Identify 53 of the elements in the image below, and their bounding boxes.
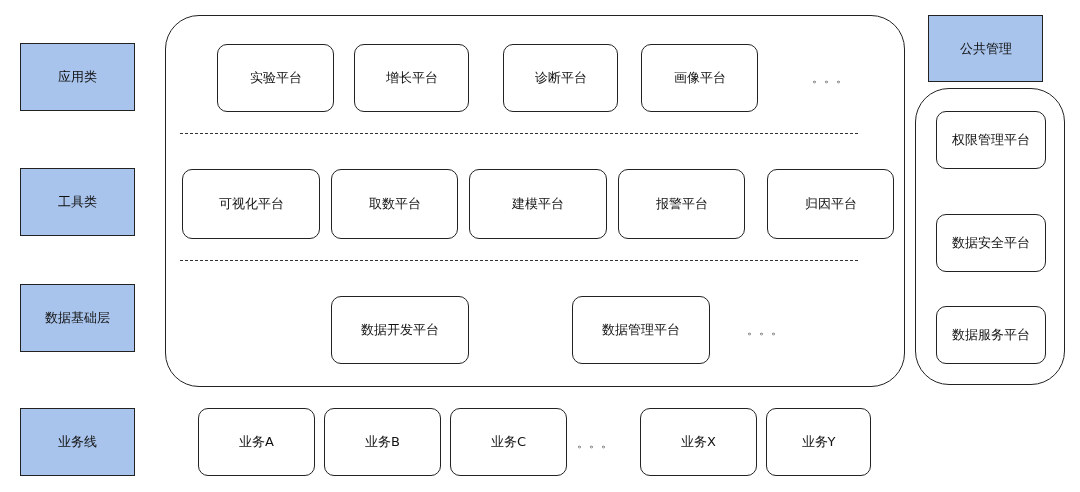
platform-box [767,169,894,239]
box-label: 数据基础层 [44,309,111,327]
box-label: 报警平台 [654,195,709,213]
box-label: 业务C [489,433,528,451]
box-label: 实验平台 [248,69,303,87]
platform-box [450,408,567,476]
platform-box [936,306,1046,364]
platform-box [572,296,710,364]
box-label: 业务线 [57,433,98,451]
box-label: 画像平台 [672,69,727,87]
platform-box [641,44,758,112]
category-box [20,284,135,352]
box-label: 应用类 [57,68,98,86]
platform-box [354,44,469,112]
box-label: 业务X [680,433,717,451]
box-label: 业务B [364,433,401,451]
box-label: 可视化平台 [217,195,285,213]
category-box [20,43,135,111]
box-label: 业务Y [800,433,837,451]
platform-box [766,408,871,476]
platform-box [198,408,315,476]
box-label: 公共管理 [958,39,1013,58]
platform-box [936,111,1046,169]
box-label: 权限管理平台 [951,131,1031,149]
platform-box [217,44,334,112]
platform-box [503,44,618,112]
platform-box [640,408,757,476]
ellipsis-text: 。。。 [747,321,783,339]
box-label: 工具类 [57,193,98,211]
box-label: 取数平台 [367,195,422,213]
box-label: 数据服务平台 [951,326,1031,344]
platform-box [618,169,745,239]
platform-box [331,296,469,364]
box-label: 归因平台 [803,195,858,213]
box-label: 建模平台 [511,195,565,213]
group-container [165,15,905,387]
ellipsis-text: 。。。 [577,434,613,452]
platform-box [936,214,1046,272]
group-container [915,88,1065,385]
box-label: 数据管理平台 [601,321,681,339]
platform-box [182,169,320,239]
box-label: 数据安全平台 [951,234,1031,252]
platform-box [469,169,607,239]
category-box [20,408,135,476]
box-label: 数据开发平台 [360,321,440,339]
box-label: 增长平台 [384,69,439,87]
category-box [928,15,1043,82]
platform-box [331,169,458,239]
ellipsis-text: 。。。 [812,69,848,87]
box-label: 诊断平台 [533,69,588,87]
platform-box [324,408,441,476]
box-label: 业务A [238,433,275,451]
category-box [20,168,135,236]
